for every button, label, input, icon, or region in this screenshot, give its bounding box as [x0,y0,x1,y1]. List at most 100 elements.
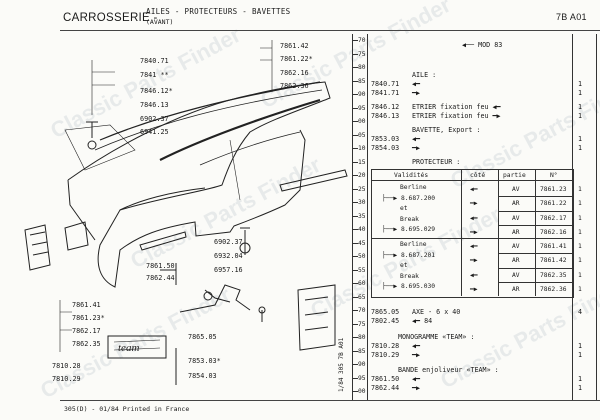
callout-6902-37-b[interactable]: 6902.37 [214,238,243,246]
ruler-tick [353,364,358,365]
ruler-number: 95 [358,374,366,382]
callout-6902-37[interactable]: 6902.37 [140,115,169,123]
part-code[interactable]: 7841.71 [371,89,400,97]
part-number-cell[interactable]: 7861.23 [540,186,567,193]
col-validites: Validités [394,172,429,179]
qty: 1 [578,257,582,265]
bavette-title: BAVETTE, Export : [412,126,481,134]
callout-7853-03[interactable]: 7853.03* [188,357,221,365]
ruler-tick [353,107,358,109]
validity-text: ├──▶ 8.687.200 [382,194,436,202]
callout-7861-41[interactable]: 7861.41 [72,301,101,309]
ruler-tick [353,296,358,298]
monogramme-title: MONOGRAMME «TEAM» : [398,333,475,341]
ruler-line [352,34,353,400]
ruler-number: 40 [358,226,366,233]
ruler-number: 80 [358,64,366,71]
callout-7854-03[interactable]: 7854.03 [188,372,217,380]
part-code[interactable]: 7865.05 [371,308,400,316]
partie-cell: AV [512,243,520,250]
part-code[interactable]: 7810.29 [371,351,400,359]
callout-7862-35[interactable]: 7862.35 [72,340,101,348]
part-number-cell[interactable]: 7862.36 [540,285,567,293]
callout-7861-50[interactable]: 7861.50 [146,262,175,270]
vertical-ref: 1/84 305 7B A01 [338,337,345,392]
qty: 1 [578,271,582,279]
side-arrow-icon: ◀━ [470,186,478,193]
callout-7865-05[interactable]: 7865.05 [188,333,217,341]
part-code[interactable]: 7862.44 [371,384,400,392]
ruler-tick [353,94,358,95]
col-cote: côté [470,172,486,179]
callout-7861-23[interactable]: 7861.23* [72,314,105,322]
callout-7862-36[interactable]: 7862.36 [280,82,309,90]
ruler-tick [353,121,358,122]
part-number-cell[interactable]: 7862.35 [540,271,567,279]
callout-6941-25[interactable]: 6941.25 [140,128,169,136]
part-number-cell[interactable]: 7862.17 [540,214,567,222]
ruler-tick [353,229,358,230]
callout-7846-12[interactable]: 7846.12* [140,87,173,95]
part-number-cell[interactable]: 7861.22 [540,200,567,208]
ruler-tick [353,67,358,68]
part-code[interactable]: 7802.45 [371,317,400,325]
side-arrow-icon: ◀━ [470,271,478,279]
qty: 1 [578,103,583,111]
ruler-tick [353,310,358,311]
qty: 1 [578,384,583,392]
part-code[interactable]: 7840.71 [371,80,400,88]
callout-7846-13[interactable]: 7846.13 [140,101,169,109]
ruler-tick [353,161,358,163]
callout-7862-16[interactable]: 7862.16 [280,69,309,77]
ruler-tick [353,323,358,325]
callout-7810-28[interactable]: 7810.28 [52,362,81,370]
callout-7861-22[interactable]: 7861.22* [280,55,313,63]
callout-6932-04[interactable]: 6932.04 [214,252,243,260]
callout-7861-42[interactable]: 7861.42 [280,42,309,50]
protecteur-title: PROTECTEUR : [412,158,461,166]
ruler-number: 75 [358,50,366,58]
qty: 1 [578,351,583,359]
qty: 1 [578,285,582,293]
ruler-number: 75 [358,320,366,328]
qty: 1 [578,228,582,236]
right-border [596,34,597,400]
ruler-line-2 [367,34,368,400]
qty: 4 [578,308,583,316]
callout-7862-17[interactable]: 7862.17 [72,327,101,335]
ruler-tick [353,350,358,352]
part-code[interactable]: 7846.13 [371,112,400,120]
validity-text: Berline [400,241,427,248]
part-desc: ETRIER fixation feu ◀━ [412,103,501,111]
ruler-tick [353,188,358,190]
part-desc: ETRIER fixation feu ━▶ [412,112,501,120]
part-number-cell[interactable]: 7861.42 [540,257,567,265]
ruler-tick [353,269,358,271]
page-ref: 7B A01 [556,12,587,22]
partie-cell: AR [512,257,520,265]
partie-cell: AR [512,200,520,208]
page-subtitle: AILES - PROTECTEURS - BAVETTES [146,7,291,16]
ruler-tick [353,202,358,203]
callout-7810-29[interactable]: 7810.29 [52,375,81,383]
part-number-cell[interactable]: 7862.16 [540,228,567,236]
ruler-tick [353,377,358,379]
callout-7840-71[interactable]: 7840.71 [140,57,169,65]
part-code[interactable]: 7846.12 [371,103,400,111]
callout-7841[interactable]: 7841 ** [140,71,169,79]
callout-6957-16[interactable]: 6957.16 [214,266,243,274]
qty: 1 [578,186,582,193]
arrow-icon: ◀━ [412,342,421,350]
validity-text: ├──▶ 8.695.030 [382,283,436,290]
ruler-number: 60 [358,280,366,287]
callout-7862-44[interactable]: 7862.44 [146,274,175,282]
qty: 1 [578,342,583,350]
part-code[interactable]: 7810.28 [371,342,400,350]
emblem-text: team [118,342,139,354]
ruler-number: 95 [358,104,366,112]
part-code[interactable]: 7854.03 [371,144,400,152]
part-code[interactable]: 7853.03 [371,135,400,143]
part-code[interactable]: 7861.50 [371,375,400,383]
part-number-cell[interactable]: 7861.41 [540,243,567,250]
col-partie: partie [503,172,526,179]
